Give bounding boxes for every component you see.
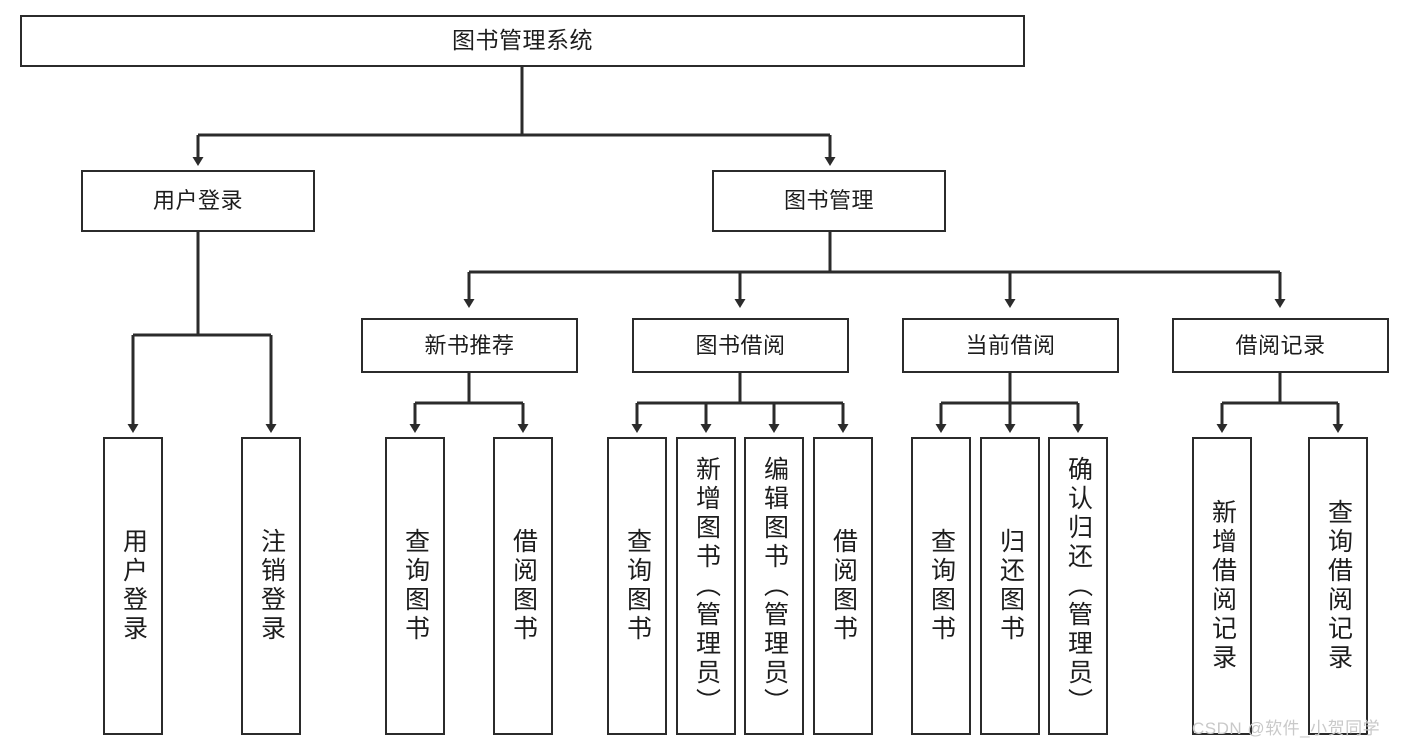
node-leaf-edit-book-label: 编辑图书（管理员）	[760, 455, 789, 717]
node-leaf-return-book-label: 归还图书	[996, 528, 1025, 644]
node-leaf-user-login-label: 用户登录	[119, 528, 148, 644]
node-leaf-query-book-3-label: 查询图书	[927, 528, 956, 644]
node-leaf-borrow-book-1-label: 借阅图书	[509, 528, 538, 644]
node-current-borrow-label: 当前借阅	[965, 332, 1056, 358]
node-book-manage[interactable]: 图书管理	[712, 170, 946, 232]
node-leaf-add-book[interactable]: 新增图书（管理员）	[676, 437, 736, 735]
node-root-label: 图书管理系统	[452, 27, 593, 54]
node-new-book-recommend-label: 新书推荐	[424, 332, 515, 358]
node-leaf-query-book-3[interactable]: 查询图书	[911, 437, 971, 735]
node-user-login[interactable]: 用户登录	[81, 170, 315, 232]
node-leaf-user-login[interactable]: 用户登录	[103, 437, 163, 735]
node-user-login-label: 用户登录	[152, 188, 243, 214]
node-leaf-query-record[interactable]: 查询借阅记录	[1308, 437, 1368, 735]
node-leaf-query-book-2[interactable]: 查询图书	[607, 437, 667, 735]
node-leaf-borrow-book-1[interactable]: 借阅图书	[493, 437, 553, 735]
node-leaf-query-book-1-label: 查询图书	[401, 528, 430, 644]
node-leaf-logout-login[interactable]: 注销登录	[241, 437, 301, 735]
node-leaf-query-record-label: 查询借阅记录	[1324, 499, 1353, 673]
node-leaf-return-book[interactable]: 归还图书	[980, 437, 1040, 735]
node-current-borrow[interactable]: 当前借阅	[902, 318, 1119, 373]
node-leaf-add-record-label: 新增借阅记录	[1208, 499, 1237, 673]
node-leaf-borrow-book-2-label: 借阅图书	[829, 528, 858, 644]
node-book-borrow-label: 图书借阅	[695, 332, 786, 358]
node-leaf-confirm-return-label: 确认归还（管理员）	[1064, 455, 1093, 717]
node-leaf-add-record[interactable]: 新增借阅记录	[1192, 437, 1252, 735]
node-borrow-record[interactable]: 借阅记录	[1172, 318, 1389, 373]
node-leaf-add-book-label: 新增图书（管理员）	[692, 455, 721, 717]
csdn-watermark: CSDN @软件_小贺同学	[1192, 719, 1381, 738]
node-leaf-borrow-book-2[interactable]: 借阅图书	[813, 437, 873, 735]
node-leaf-logout-login-label: 注销登录	[257, 528, 286, 644]
node-book-borrow[interactable]: 图书借阅	[632, 318, 849, 373]
node-root[interactable]: 图书管理系统	[20, 15, 1025, 67]
node-leaf-edit-book[interactable]: 编辑图书（管理员）	[744, 437, 804, 735]
node-borrow-record-label: 借阅记录	[1235, 332, 1326, 358]
node-leaf-confirm-return[interactable]: 确认归还（管理员）	[1048, 437, 1108, 735]
node-book-manage-label: 图书管理	[783, 188, 874, 214]
node-new-book-recommend[interactable]: 新书推荐	[361, 318, 578, 373]
node-leaf-query-book-1[interactable]: 查询图书	[385, 437, 445, 735]
node-leaf-query-book-2-label: 查询图书	[623, 528, 652, 644]
